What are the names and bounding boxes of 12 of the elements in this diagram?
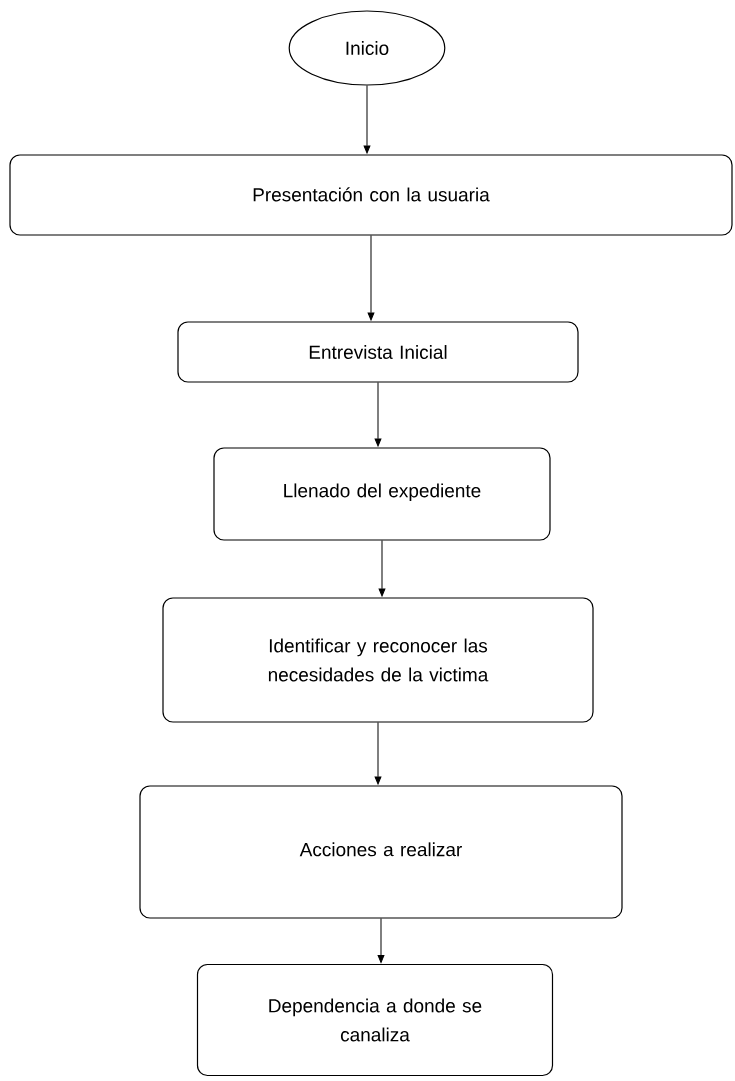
process-box: Llenado del expediente [213, 447, 551, 541]
arrow [377, 918, 385, 964]
process-box: Entrevista Inicial [177, 321, 579, 383]
arrow [378, 540, 386, 597]
process-box: Dependencia a donde se canaliza [196, 963, 554, 1077]
process-box: Presentación con la usuaria [9, 154, 733, 236]
process-box: Identificar y reconocer las necesidades de la victima [162, 597, 594, 723]
process-box: Acciones a realizar [139, 785, 623, 919]
arrow [367, 235, 375, 321]
arrow [363, 85, 371, 154]
arrow [374, 382, 382, 447]
arrow [374, 722, 382, 785]
